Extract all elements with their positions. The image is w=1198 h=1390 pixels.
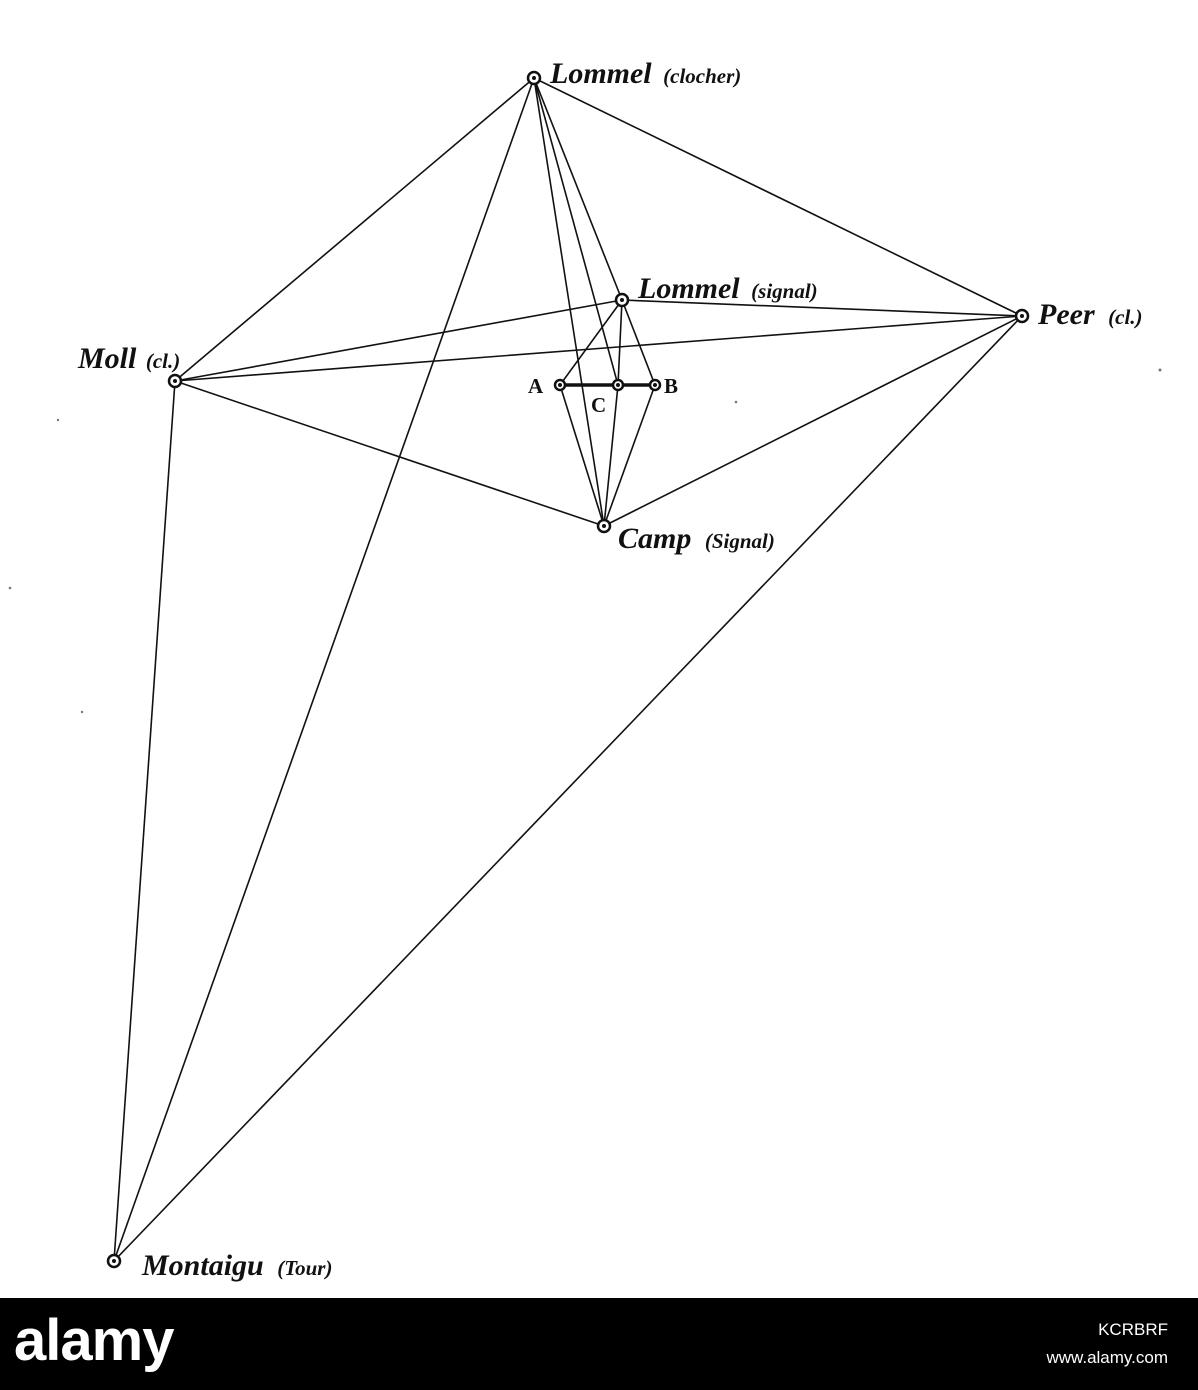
speck <box>56 418 60 422</box>
survey-stations <box>106 70 1030 1269</box>
label-lommel-signal: Lommel (signal) <box>637 272 818 305</box>
station-core-montaigu <box>112 1259 116 1263</box>
sight-line-lommel_signal-A <box>559 299 623 386</box>
sight-line-lommel_clocher-moll <box>174 77 535 382</box>
sight-line-lommel_signal-C <box>617 299 623 386</box>
station-core-lommel-signal <box>620 298 624 302</box>
label-peer: Peer (cl.) <box>1037 298 1143 331</box>
station-core-c <box>616 383 620 387</box>
sight-line-moll-camp <box>174 380 605 527</box>
station-core-b <box>653 383 657 387</box>
speck <box>80 710 84 714</box>
alamy-logo: alamy <box>14 1308 174 1373</box>
triangulation-diagram: Lommel (clocher) Lommel (signal) Peer (c… <box>8 57 1162 1282</box>
sight-line-moll-lommel_signal <box>174 299 623 382</box>
sight-line-lommel_clocher-lommel_signal <box>533 77 623 301</box>
speck <box>734 400 738 404</box>
sight-line-camp-B <box>603 384 656 527</box>
sight-line-peer-montaigu <box>113 315 1023 1262</box>
station-core-moll <box>173 379 177 383</box>
label-moll: Moll (cl.) <box>77 342 180 375</box>
sight-line-lommel_clocher-peer <box>533 77 1023 317</box>
station-core-camp <box>602 524 606 528</box>
label-point-b: B <box>664 374 678 398</box>
station-core-lommel-clocher <box>532 76 536 80</box>
sight-line-lommel_signal-B <box>621 299 656 386</box>
image-code: KCRBRF <box>1098 1320 1168 1339</box>
sight-line-camp-C <box>603 384 619 527</box>
sight-line-moll-montaigu <box>113 380 176 1262</box>
sight-line-lommel_clocher-C <box>533 77 619 386</box>
sight-line-lommel_clocher-camp <box>533 77 605 527</box>
survey-lines <box>113 77 1023 1262</box>
label-montaigu: Montaigu (Tour) <box>141 1249 332 1282</box>
sight-line-camp-A <box>559 384 605 527</box>
sight-line-lommel_clocher-montaigu <box>113 77 535 1262</box>
label-camp: Camp (Signal) <box>618 522 775 555</box>
sight-line-peer-camp <box>603 315 1023 527</box>
watermark-footer: alamy KCRBRF www.alamy.com <box>0 1298 1198 1390</box>
label-point-c: C <box>591 393 606 417</box>
station-core-a <box>558 383 562 387</box>
triangulation-svg: Lommel (clocher) Lommel (signal) Peer (c… <box>8 57 1162 1282</box>
speck <box>8 586 12 590</box>
sight-line-peer-lommel_signal <box>621 299 1023 317</box>
label-point-a: A <box>528 374 544 398</box>
label-lommel-clocher: Lommel (clocher) <box>549 57 741 90</box>
sight-line-moll-peer <box>174 315 1023 382</box>
footer-url: www.alamy.com <box>1046 1348 1168 1367</box>
speck <box>1158 368 1162 372</box>
station-core-peer <box>1020 314 1024 318</box>
